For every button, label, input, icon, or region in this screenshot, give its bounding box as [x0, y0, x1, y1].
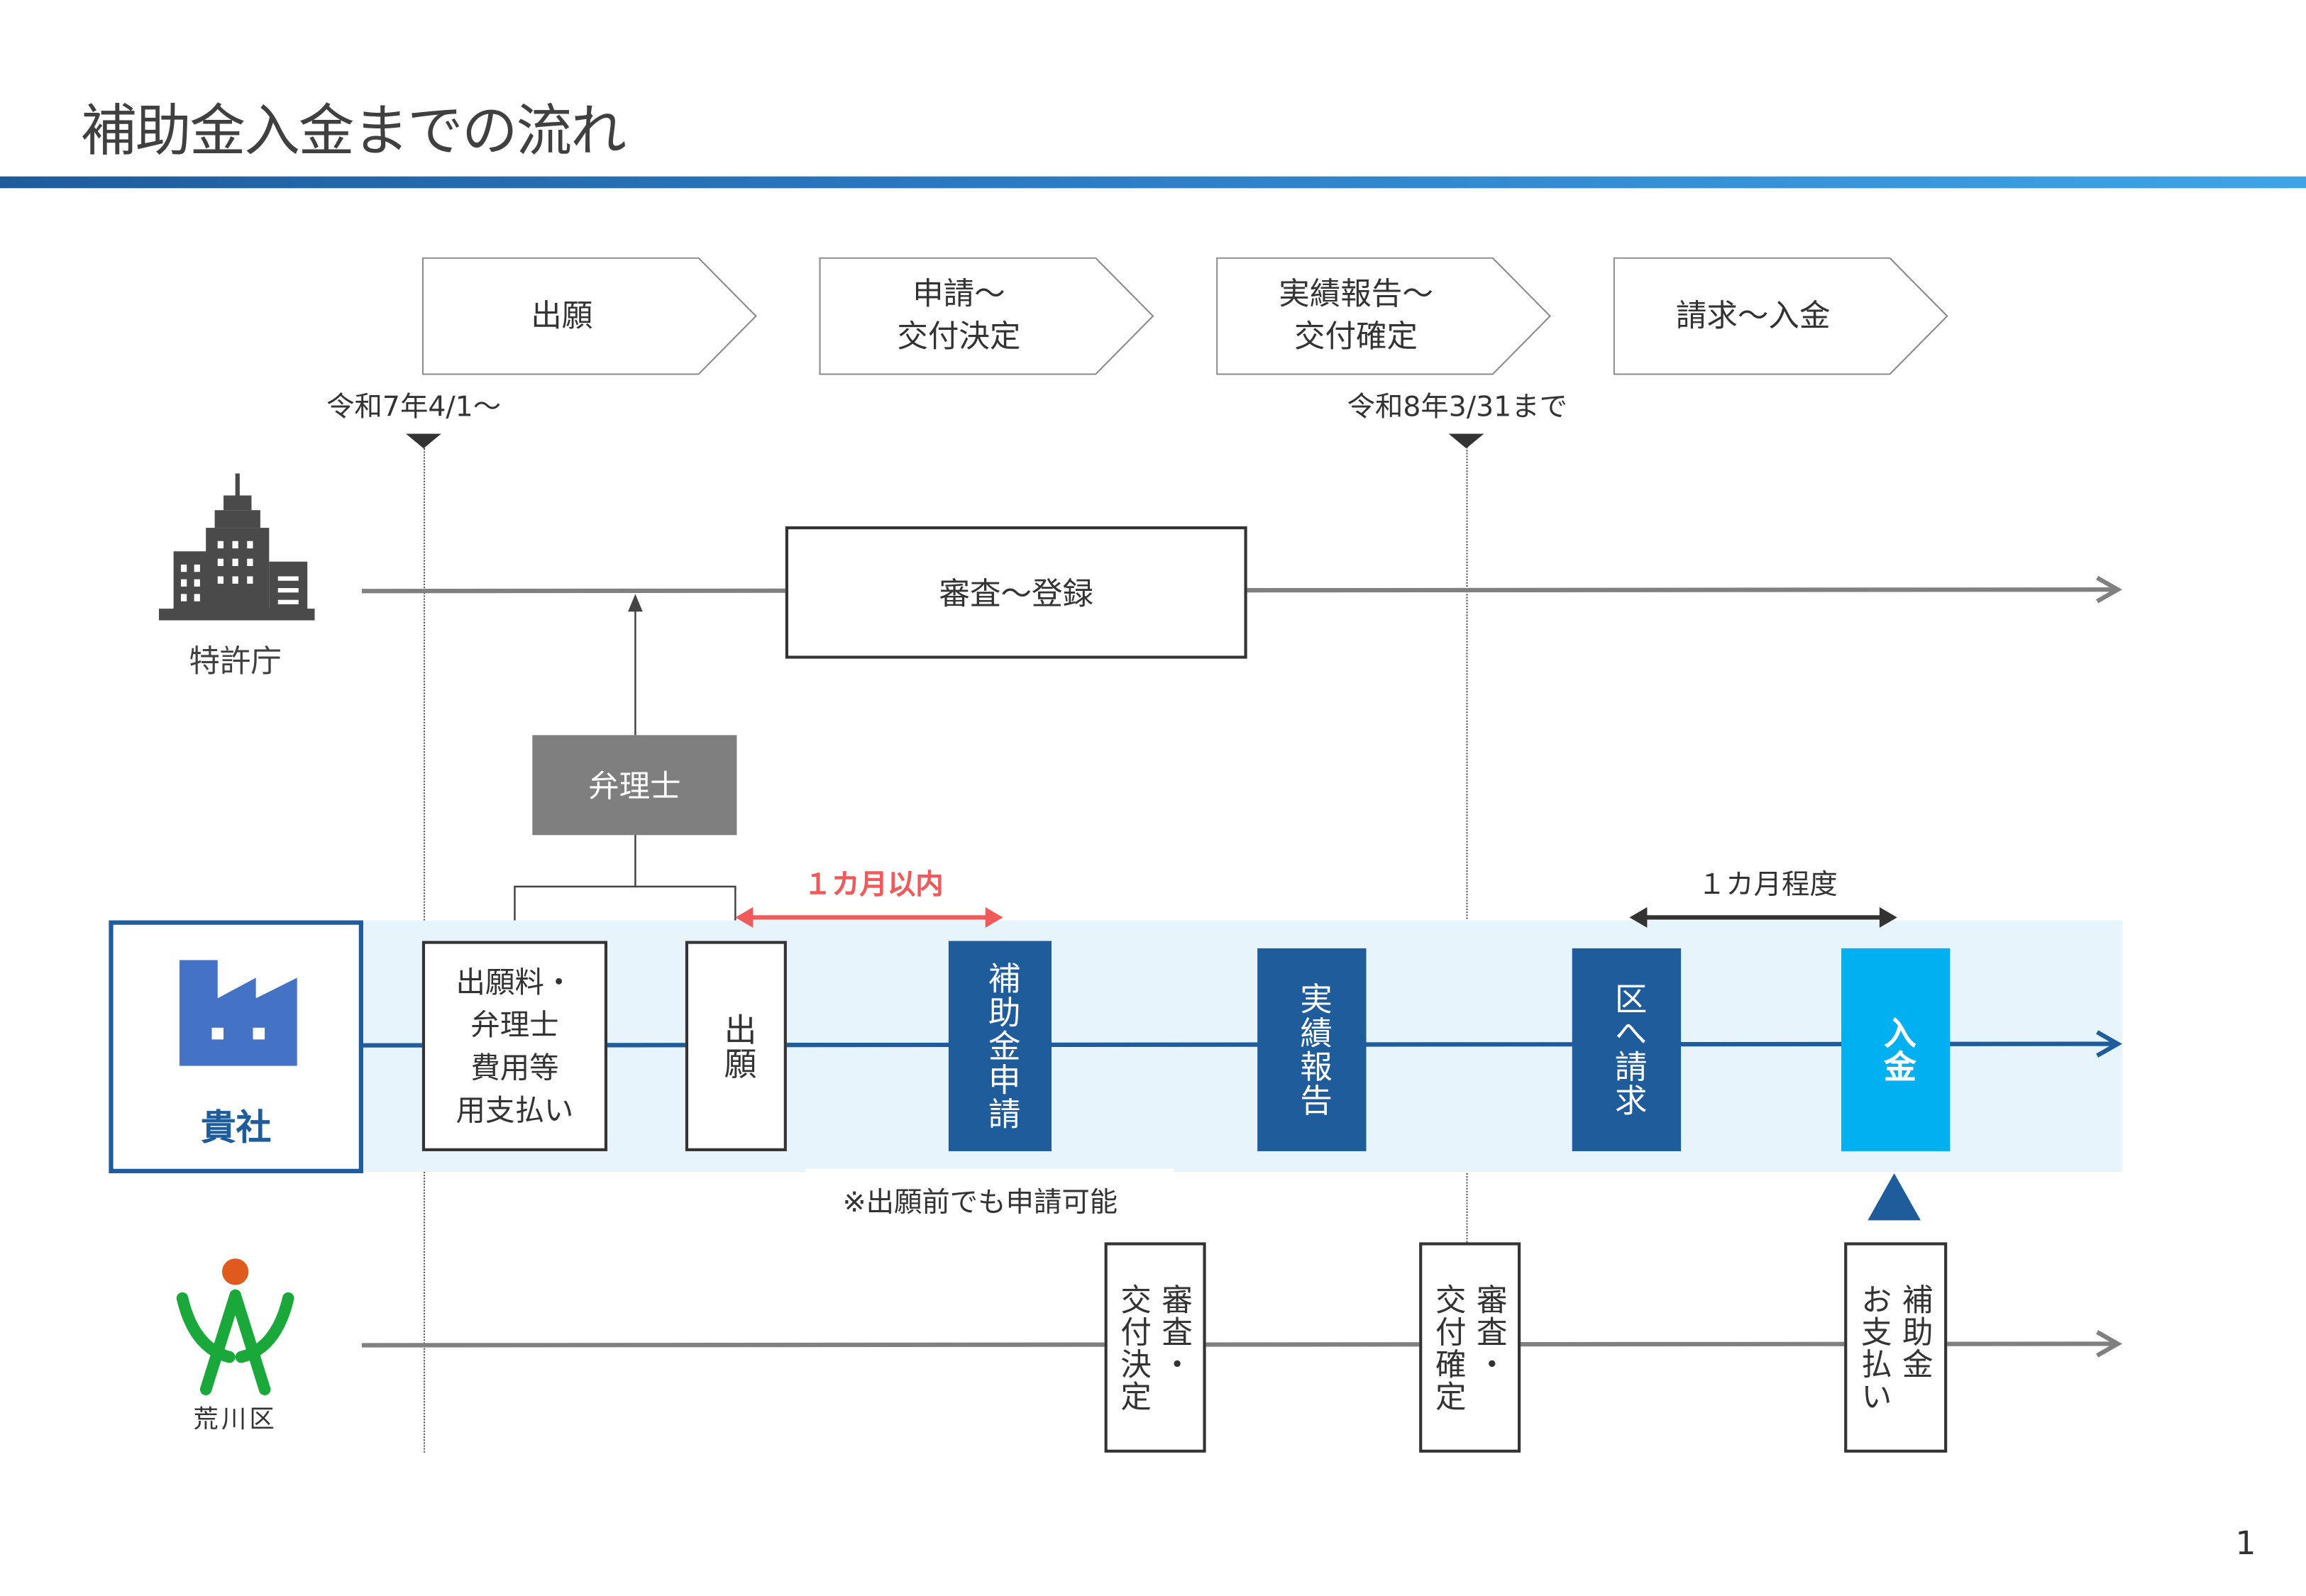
company-label: 貴社 — [200, 1107, 272, 1148]
phase-chevron: 申請～ 交付決定 — [819, 257, 1154, 375]
filing-step: 出願 — [685, 941, 787, 1151]
ward-invoice-step: 区へ請求 — [1572, 948, 1682, 1151]
start-date: 令和7年4/1～ — [326, 391, 502, 423]
end-date: 令和8年3/31まで — [1347, 391, 1568, 423]
company-box: 貴社 — [109, 920, 363, 1174]
phase-chevron: 請求～入金 — [1613, 257, 1949, 375]
phase-label: 申請～ 交付決定 — [897, 276, 1021, 355]
about-one-month-label: １カ月程度 — [1697, 868, 1838, 902]
note-gap — [805, 1168, 1174, 1175]
payment-received-step: 入金 — [1841, 948, 1951, 1151]
page-title: 補助金入金までの流れ — [80, 98, 627, 164]
page-number: 1 — [2235, 1526, 2256, 1563]
fee-payment-step: 出願料・ 弁理士 費用等 用支払い — [421, 941, 608, 1151]
review-grant-confirmation-step: 審査・ 交付確定 — [1419, 1242, 1521, 1453]
phase-label: 出願 — [531, 297, 593, 333]
review-grant-decision-step: 審査・ 交付決定 — [1104, 1242, 1206, 1453]
arakawa-ward-logo — [176, 1258, 294, 1395]
application-note: ※出願前でも申請可能 — [842, 1186, 1118, 1219]
phase-label: 請求～入金 — [1675, 297, 1831, 333]
subsidy-payment-step: 補助金 お支払い — [1844, 1242, 1948, 1453]
building-icon — [158, 473, 315, 621]
phase-chevron: 実績報告～ 交付確定 — [1216, 257, 1552, 375]
within-one-month-label: １カ月以内 — [803, 868, 944, 902]
performance-report-step: 実績報告 — [1257, 948, 1367, 1151]
ward-label: 荒川区 — [193, 1405, 277, 1435]
factory-icon — [179, 960, 297, 1066]
start-marker-icon — [406, 433, 441, 449]
phase-chevron: 出願 — [421, 257, 758, 375]
end-marker-icon — [1448, 433, 1484, 449]
jpo-label: 特許庁 — [189, 643, 282, 680]
patent-attorney-box: 弁理士 — [532, 735, 737, 836]
subsidy-application-step: 補助金申請 — [948, 941, 1052, 1151]
jpo-review-box: 審査～登録 — [785, 526, 1247, 659]
phase-label: 実績報告～ 交付確定 — [1279, 276, 1433, 355]
end-guide-line — [1466, 447, 1468, 1243]
title-rule — [0, 176, 2306, 189]
